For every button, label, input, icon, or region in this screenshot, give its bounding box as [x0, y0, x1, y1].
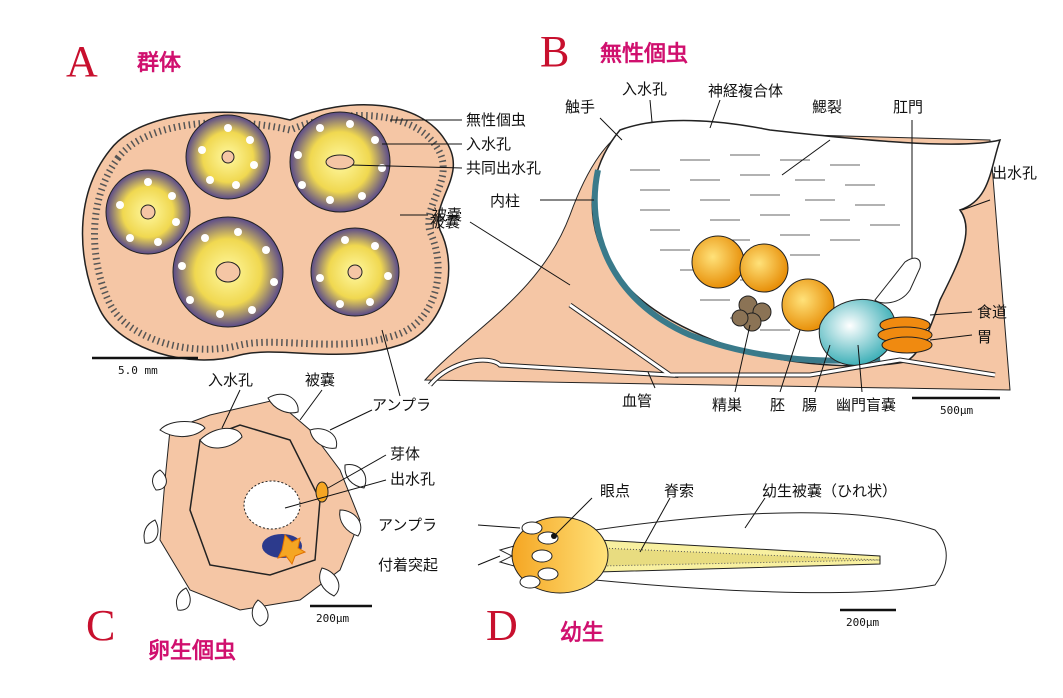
label-d-notochord: 脊索: [664, 482, 694, 500]
label-a-tunic: 被嚢: [432, 206, 462, 224]
label-a-ampulla: アンプラ: [372, 396, 431, 414]
label-b-embryo: 胚: [770, 396, 785, 414]
zooid-system-4: [172, 216, 284, 328]
zooid-system-1: [185, 114, 271, 200]
scale-d: 200μm: [846, 616, 879, 629]
panel-d-title: 幼生: [560, 620, 604, 646]
embryo-1: [691, 235, 745, 289]
panel-a-title: 群体: [137, 50, 182, 76]
embryo-2: [739, 243, 789, 293]
oozooid-ampullae: [143, 393, 367, 627]
label-a-common-cloaca: 共同出水孔: [466, 159, 541, 177]
label-c-atrial-siphon: 出水孔: [390, 470, 435, 488]
scale-c: 200μm: [316, 612, 349, 625]
panel-c-title: 卵生個虫: [148, 638, 236, 664]
oozooid-atrial-siphon: [243, 480, 301, 530]
label-d-adhesive-papillae: 付着突起: [378, 556, 438, 574]
adhesive-papillae: [498, 545, 515, 567]
panel-b: B 無性個虫: [423, 27, 1037, 417]
label-b-vessel: 血管: [622, 392, 652, 410]
larval-ampullae: [519, 521, 559, 589]
panel-a: A 群体: [66, 37, 541, 397]
panel-b-letter: B: [540, 27, 569, 76]
panel-c: C 卵生個虫 入水孔 被嚢 アンプラ 芽体 出水孔 2: [86, 371, 435, 664]
label-b-neural-complex: 神経複合体: [708, 82, 783, 100]
embryo-3: [781, 278, 835, 332]
testis: [731, 295, 772, 332]
panel-d: D 幼生 眼点 脊索 幼生被嚢（ひれ状） アンプラ 付着突起 200μm: [378, 482, 947, 650]
label-d-eyespot: 眼点: [600, 482, 630, 500]
panel-d-letter: D: [486, 601, 518, 650]
label-b-gill-slits: 鰓裂: [812, 98, 842, 116]
endostyle: [591, 169, 881, 364]
label-b-oral-siphon: 入水孔: [622, 80, 667, 98]
scale-b: 500μm: [940, 404, 973, 417]
label-b-pyloric-caecum: 幽門盲嚢: [836, 396, 896, 414]
label-c-bud: 芽体: [390, 445, 420, 463]
label-a-zooid: 無性個虫: [466, 111, 526, 129]
anus-rectum: [874, 257, 921, 304]
zooid-system-5: [310, 227, 400, 317]
oozooid-oral-siphon: [199, 427, 243, 449]
zooid-system-3: [105, 169, 191, 255]
panel-a-letter: A: [66, 37, 98, 86]
label-b-atrial-siphon: 出水孔: [992, 164, 1037, 182]
notochord: [599, 547, 881, 567]
label-b-stomach: 胃: [977, 328, 992, 346]
label-b-testis: 精巣: [712, 396, 742, 414]
label-c-oral-siphon: 入水孔: [208, 371, 253, 389]
label-d-larval-tunic: 幼生被嚢（ひれ状）: [762, 482, 897, 500]
label-b-esophagus: 食道: [977, 303, 1007, 321]
label-b-endostyle: 内柱: [490, 192, 520, 210]
label-b-tentacle: 触手: [565, 98, 595, 116]
label-a-oral-siphon: 入水孔: [466, 135, 511, 153]
label-d-ampulla: アンプラ: [378, 516, 437, 534]
eyespot: [551, 533, 557, 539]
larval-trunk: [511, 516, 609, 594]
gill-slits: [630, 154, 900, 331]
panel-c-letter: C: [86, 601, 115, 650]
scale-a: 5.0 mm: [118, 364, 158, 377]
oozooid-viscera-orange: [277, 533, 307, 566]
panel-b-title: 無性個虫: [600, 41, 688, 67]
colony-ampullae-rim: [91, 112, 447, 353]
label-b-intestine: 腸: [802, 396, 817, 414]
label-c-tunic: 被嚢: [305, 371, 335, 389]
zooid-system-2: [289, 111, 391, 213]
stomach: [877, 316, 933, 354]
label-b-anus: 肛門: [893, 98, 923, 116]
label-b-tunic: 被嚢: [430, 213, 460, 231]
